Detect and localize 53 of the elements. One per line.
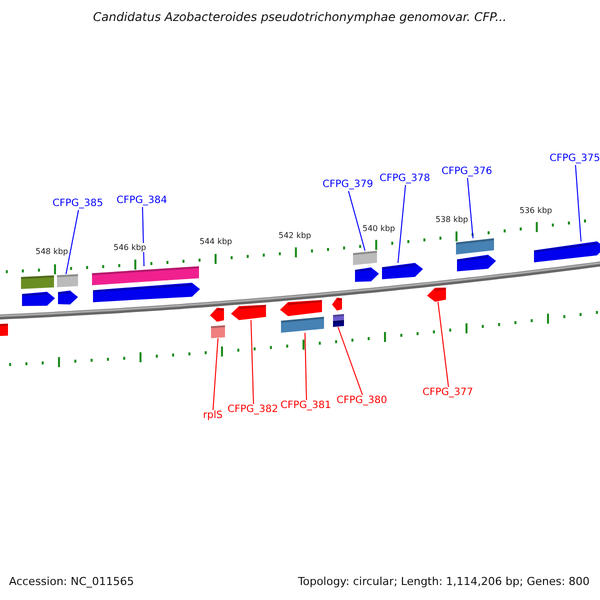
gene-feature-block: [353, 250, 377, 266]
gene-feature-pointed: [58, 290, 78, 304]
leader-line: [304, 332, 307, 400]
leader-line: [438, 301, 449, 388]
scale-label: 544 kbp: [198, 236, 234, 246]
gene-label: CFPG_384: [116, 195, 168, 206]
diagram-title: Candidatus Azobacteroides pseudotrichonymphae genomovar. CFP...: [93, 11, 507, 25]
gene-feature-block: [57, 274, 78, 288]
gene-feature-block: [333, 320, 344, 327]
leader-line: [398, 184, 406, 264]
gene-feature-pointed: [382, 262, 423, 280]
gene-label: CFPG_385: [52, 198, 104, 210]
gene-label: CFPG_381: [280, 400, 332, 412]
scale-label: 546 kbp: [112, 242, 148, 252]
scale-label: 542 kbp: [278, 230, 312, 240]
scale-label: 540 kbp: [362, 224, 396, 233]
scale-label: 536 kbp: [518, 206, 554, 215]
gene-feature-pointed: [427, 288, 446, 302]
gene-label: CFPG_375: [550, 153, 600, 164]
gene-feature-pointed: [210, 308, 224, 322]
gene-feature-pointed: [457, 254, 496, 272]
gene-feature-block: [211, 325, 225, 338]
gene-feature-block: [281, 316, 324, 333]
gene-feature-block: [0, 324, 8, 336]
gene-label: CFPG_377: [422, 387, 474, 398]
gene-feature-pointed: [231, 304, 266, 320]
gene-label: CFPG_379: [322, 179, 374, 190]
gene-feature-block: [92, 266, 199, 286]
leader-line: [250, 320, 254, 404]
gene-label: CFPG_376: [442, 166, 492, 178]
gene-feature-pointed: [22, 292, 55, 306]
scale-label: 548 kbp: [34, 246, 70, 256]
leader-line: [575, 164, 582, 242]
gene-feature-pointed: [355, 267, 379, 282]
gene-feature-pointed: [280, 300, 322, 316]
gene-feature-pointed: [332, 298, 342, 311]
leader-line: [348, 190, 366, 252]
gene-label: CFPG_382: [228, 404, 278, 416]
gene-feature-block: [456, 238, 494, 254]
gene-feature-pointed: [534, 241, 600, 262]
gene-label: rplS: [203, 410, 223, 422]
gene-label: CFPG_380: [336, 395, 388, 406]
accession-text: Accession: NC_011565: [9, 576, 134, 588]
scale-label: 538 kbp: [434, 214, 470, 224]
leader-line: [142, 206, 144, 267]
genome-info-text: Topology: circular; Length: 1,114,206 bp; Genes: 800: [298, 576, 590, 588]
leader-line: [212, 338, 218, 410]
gene-feature-pointed: [93, 282, 200, 302]
leader-line: [467, 178, 474, 239]
gene-label: CFPG_378: [380, 173, 430, 184]
gene-feature-block: [333, 314, 344, 321]
leader-line: [66, 210, 79, 275]
gene-feature-block: [21, 275, 54, 289]
